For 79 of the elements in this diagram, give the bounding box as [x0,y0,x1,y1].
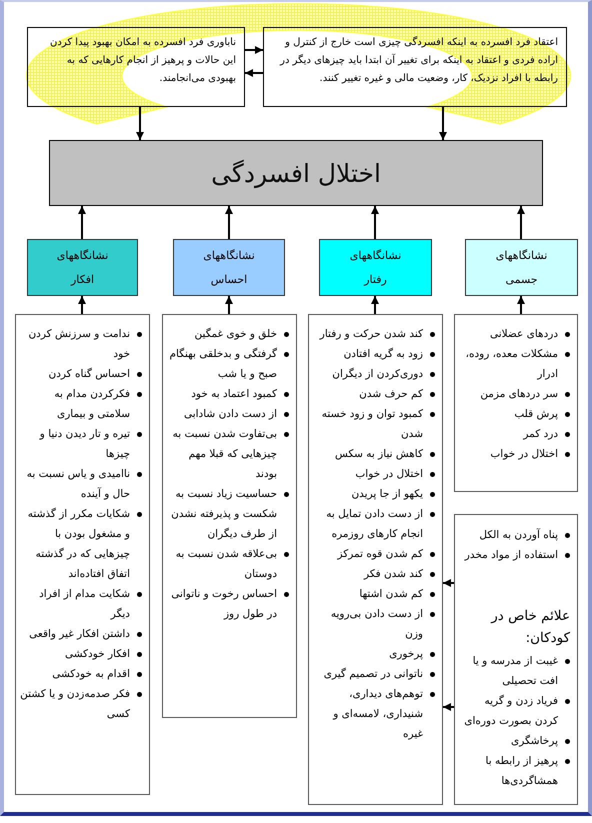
list-item-text: کم حرف شدن [358,387,423,402]
symptom-list-box [308,314,443,805]
arrow [443,703,454,711]
list-item-text: مشکلات معده، روده، ادرار [464,347,558,382]
list-item-text: یکهو از جا پریدن [350,487,423,502]
list-heading: علائم خاص در کودکان: [490,607,570,648]
list-item-text: شکایات مکرر از گذشته و مشغول بودن با چیزهایی که در گذشته اتفاق افتاده‌اند [26,506,130,582]
list-item-text: اختلال در خواب [489,447,558,462]
arrow [78,206,86,239]
list-item-text: سر دردهای مزمن [479,387,558,402]
symptom-list-box [15,314,150,795]
category-label: نشانگاههای احساس [203,248,255,288]
arrow [517,296,525,314]
list-item-text: فکرکردن مدام به سلامتی و بیماری [53,387,130,422]
symptom-list-box [162,314,297,718]
list-item-text: کم شدن اشتها [358,587,423,602]
list-item-text: فریاد زدن و گریه کردن بصورت دوره‌ای [463,694,558,729]
list-item-text: داشتن افکار غیر واقعی [28,627,130,642]
list-item-text: ندامت و سرزنش کردن خود [27,327,130,362]
list-item-text: احساس گناه کردن [47,366,130,382]
list-item-text: کند شدن حرکت و رفتار [318,327,423,342]
list-item-text: پرش قلب [513,407,558,422]
list-item-text: گرفتگی و بدخلقی بهنگام صبح و یا شب [168,346,277,382]
category-box [27,239,138,296]
list-item-text: کمبود توان و زود خسته شدن [320,407,423,442]
arrow [245,46,263,54]
central-box [49,140,543,206]
list-item-text: استفاده از مواد مخدر [463,548,558,563]
list-item-text: دردهای عضلانی [488,327,558,342]
arrow [78,296,86,314]
list-item-text: شکایت مدام از افراد دیگر [38,587,130,622]
list-item-text: دوری‌کردن از دیگران [331,366,423,382]
list-item-text: ناامیدی و یاس نسبت به حال و آینده [26,467,130,502]
category-box [319,239,432,296]
arrow [225,296,233,314]
list-item-text: از دست دادن تمایل به انجام کارهای روزمره [325,507,423,542]
list-item-text: بی‌تفاوت شدن نسبت به چیزهایی که قبلا مهم بودند [172,427,277,482]
symptom-list-box [454,314,578,492]
list-item-text: افکار خودکشی [64,647,130,662]
arrow [371,206,379,239]
list-item-text: حساسیت زیاد نسبت به شکست و پذیرفته نشدن از طرف دیگران [170,487,277,542]
list-item-text: توهم‌های دیداری، شنیداری، لامسه‌ای و غیره [332,687,423,742]
list-item-text: پرخاشگری [510,734,558,749]
list-item-text: پرخوری [388,647,423,662]
list-item-text: کاهش نیاز به سکس [334,447,423,462]
list-item-text: تیره و تار دیدن دنیا و چیزها [38,427,130,462]
list-item-text: اقدام به خودکشی [51,667,130,682]
list-item-text: کند شدن فکر [362,567,423,582]
list-item-text: از دست دادن شادابی [182,407,277,422]
category-label: نشانگاههای رفتار [350,248,402,288]
category-box [173,239,285,296]
list-item-text: خلق و خوی غمگین [194,326,277,342]
symptom-list-box [454,514,578,805]
note-box [27,27,245,107]
list-item-text: پرهیز از رابطه با همشاگردی‌ها [484,754,558,789]
arrow [439,107,447,140]
list-item-text: ناتوانی در تصمیم گیری [322,666,423,682]
list-item-text: اختلال در خواب [354,467,423,482]
list-item-text: پناه آوردن به الکل [478,527,558,543]
category-label: نشانگاههای جسمی [496,248,548,288]
arrow [225,206,233,239]
list-item-text: درد کمر [522,427,558,442]
list-item-text: از دست دادن بی‌رویه وزن [330,607,423,642]
list-item-text: غیبت از مدرسه و یا افت تحصیلی [472,654,558,689]
category-box [465,239,578,296]
note-box [263,27,567,107]
arrow [245,69,263,77]
central-title: اختلال افسردگی [211,158,381,188]
list-item-text: بی‌علاقه شدن نسبت به دوستان [174,547,277,582]
arrow [443,579,454,587]
category-label: نشانگاههای افکار [56,248,108,288]
list-item-text: احساس رخوت و ناتوانی در طول روز [170,587,277,622]
list-item-text: کم شدن قوه تمرکز [336,547,423,562]
arrow [517,206,525,239]
list-item-text: زود به گریه افتادن [342,346,423,362]
arrow [371,296,379,314]
arrow [136,107,144,140]
list-item-text: فکر صدمه‌زدن و یا کشتن کسی [20,687,130,722]
list-item-text: کمبود اعتماد به خود [190,387,277,402]
